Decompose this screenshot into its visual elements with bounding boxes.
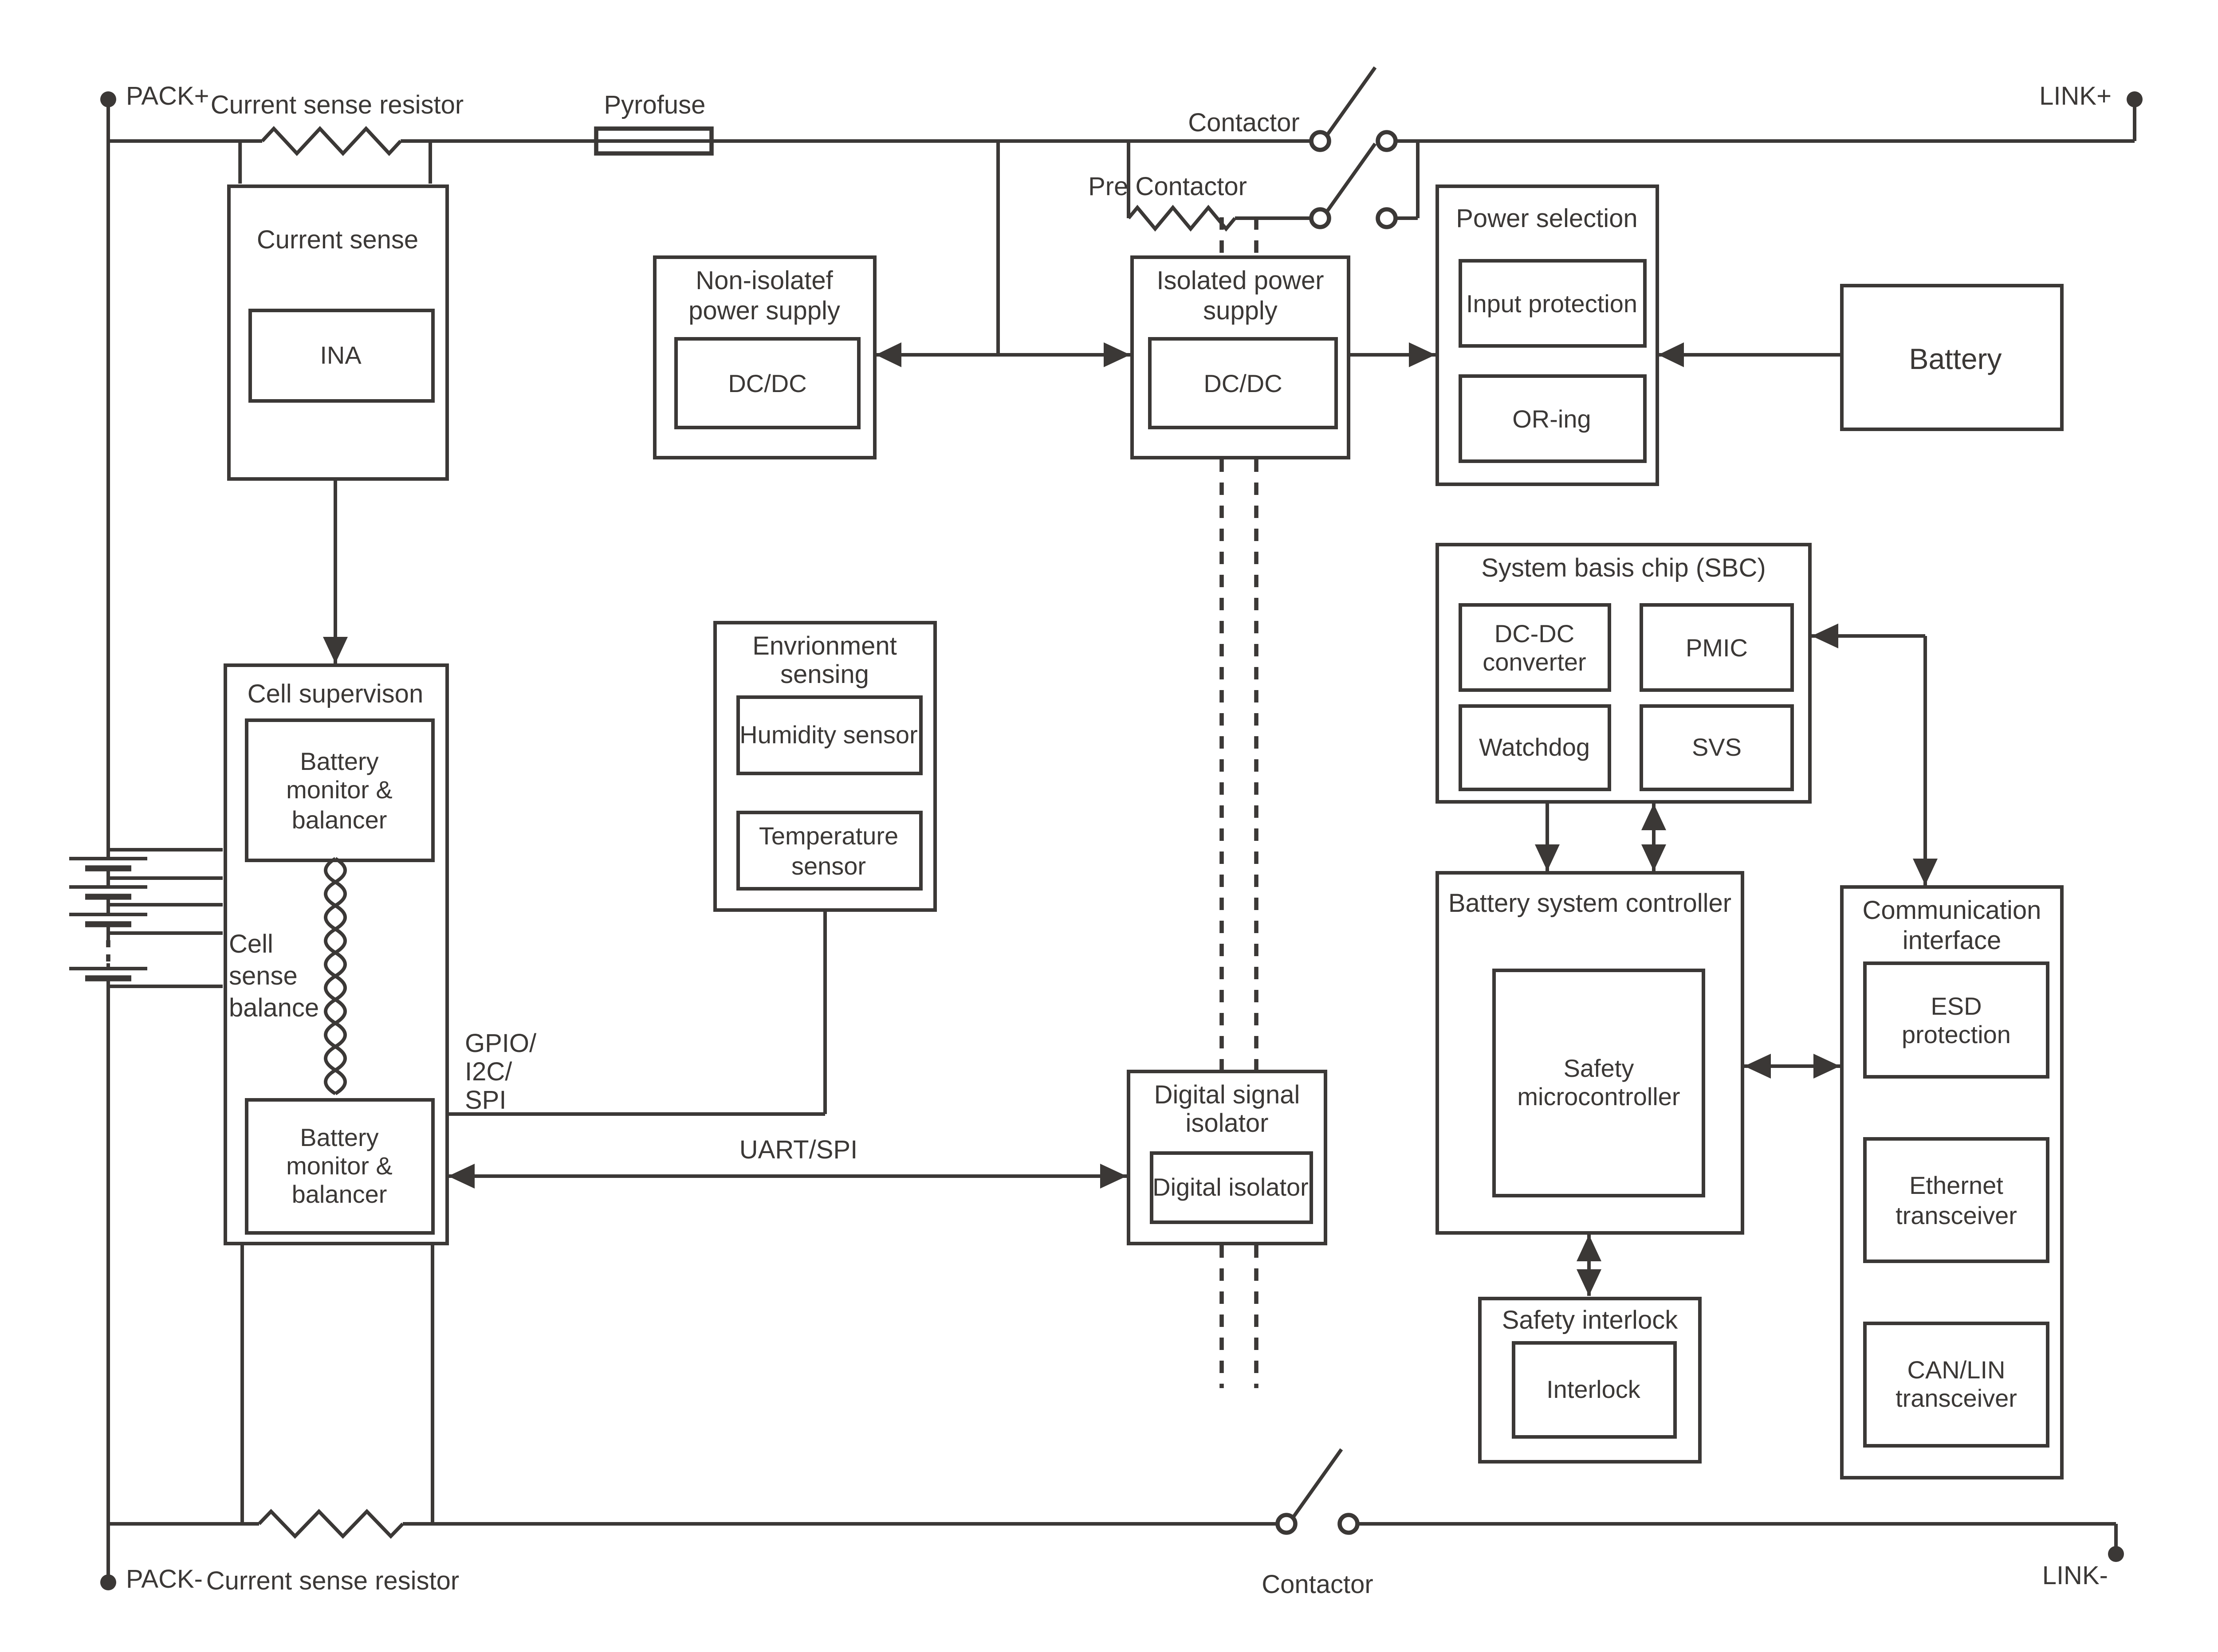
bottom-rail [108, 1522, 2118, 1547]
cell-sense-balance-label: Cell sense balance [229, 931, 319, 1024]
battery-block: Battery [1840, 284, 2064, 431]
current-sense-resistor-top-label: Current sense resistor [210, 92, 464, 121]
arrow-into-comm-top [1913, 859, 1938, 885]
non-isolated-dcdc-chip: DC/DC [674, 337, 861, 429]
environment-sensing-title: Envrionment sensing [752, 632, 897, 691]
cell-supervision-block: Cell supervison Battery monitor & balanc… [223, 663, 448, 1245]
sbc-dcdc-converter-chip: DC-DC converter [1458, 603, 1611, 692]
sbc-input-connector [1812, 634, 1927, 885]
pack-minus-dot [100, 1574, 116, 1590]
digital-isolator-chip: Digital isolator [1149, 1151, 1312, 1224]
environment-sensing-block: Envrionment sensing Humidity sensor Temp… [713, 620, 936, 912]
communication-interface-block: Communication interface ESD protection E… [1840, 885, 2064, 1479]
supply-drop-line [876, 141, 1130, 357]
arrow-into-isolated [1104, 342, 1130, 367]
link-plus-dot [2127, 91, 2143, 107]
pack-plus-label: PACK+ [126, 83, 209, 112]
current-sense-resistor-bottom-label: Current sense resistor [206, 1568, 460, 1597]
link-plus-label: LINK+ [2039, 83, 2112, 112]
sbc-pmic-chip: PMIC [1640, 603, 1794, 692]
pre-contactor-blade [1325, 142, 1377, 212]
arrow-sbc-to-bsc [1535, 844, 1560, 871]
cell-supervision-title: Cell supervison [247, 681, 424, 710]
current-sense-resistor-top-symbol [261, 126, 402, 156]
esd-protection-chip: ESD protection [1863, 961, 2049, 1079]
arrow-into-powersel-left [1409, 342, 1435, 367]
arrow-interlock-up [1577, 1235, 1601, 1261]
link-minus-dot [2108, 1546, 2124, 1562]
bsc-title: Battery system controller [1448, 891, 1732, 919]
switch-contacts [1275, 130, 1398, 1535]
isolated-ps-title: Isolated power supply [1156, 268, 1324, 326]
gpio-i2c-spi-label: GPIO/ I2C/ SPI [465, 1031, 537, 1117]
battery-cell-symbols [69, 857, 147, 981]
arrow-uart-right [1100, 1164, 1127, 1189]
contactor-top-label: Contactor [1188, 110, 1300, 138]
temperature-sensor-chip: Temperature sensor [735, 811, 922, 891]
can-lin-transceiver-chip: CAN/LIN transceiver [1863, 1321, 2049, 1447]
pack-plus-dot [100, 91, 116, 107]
input-protection-chip: Input protection [1458, 259, 1646, 348]
sbc-svs-chip: SVS [1640, 704, 1794, 790]
sbc-block: System basis chip (SBC) DC-DC converter … [1435, 543, 1812, 804]
pack-minus-label: PACK- [126, 1566, 203, 1595]
communication-interface-title: Communication interface [1862, 898, 2041, 956]
link-minus-label: LINK- [2042, 1563, 2108, 1591]
sbc-title: System basis chip (SBC) [1481, 555, 1766, 584]
cell-tap-lines [108, 848, 223, 988]
current-sense-block: Current sense INA [227, 184, 448, 481]
terminal-dots [100, 91, 2143, 1590]
current-sense-resistor-bottom-symbol [258, 1509, 404, 1539]
ina-chip: INA [248, 309, 434, 403]
arrow-bsc-comm-right [1813, 1054, 1840, 1079]
oring-chip: OR-ing [1458, 373, 1646, 463]
env-gpio-line [448, 912, 827, 1116]
arrow-bsc-comm-left [1744, 1054, 1771, 1079]
current-sense-title: Current sense [256, 226, 419, 255]
battery-title: Battery [1909, 344, 2002, 377]
digital-signal-isolator-title: Digital signal isolator [1154, 1082, 1300, 1140]
arrowheads [323, 342, 1938, 1296]
pyrofuse-label: Pyrofuse [604, 92, 706, 121]
battery-system-controller-block: Battery system controller Safety microco… [1435, 871, 1744, 1235]
interlock-chip: Interlock [1511, 1341, 1676, 1439]
power-selection-title: Power selection [1456, 205, 1638, 233]
arrow-into-sbc [1812, 624, 1838, 648]
contactor-top-blade [1325, 66, 1377, 136]
ethernet-transceiver-chip: Ethernet transceiver [1863, 1137, 2049, 1263]
power-selection-block: Power selection Input protection OR-ing [1435, 184, 1658, 485]
arrow-bsc-to-sbc-up [1641, 804, 1666, 830]
isolated-dcdc-chip: DC/DC [1148, 337, 1338, 429]
battery-monitor-balancer-bottom-chip: Battery monitor & balancer [245, 1097, 434, 1235]
battery-monitor-balancer-top-chip: Battery monitor & balancer [245, 718, 434, 862]
isolation-barrier-dashed-lines [1219, 217, 1258, 1388]
arrow-into-powersel-right [1658, 342, 1684, 367]
digital-signal-isolator-block: Digital signal isolator Digital isolator [1127, 1069, 1327, 1245]
pre-contactor-label: Pre Contactor [1088, 174, 1247, 202]
non-isolated-ps-title: Non-isolatef power supply [688, 268, 840, 326]
isolated-power-supply-block: Isolated power supply DC/DC [1130, 255, 1350, 459]
arrow-into-cellsup [323, 637, 348, 663]
humidity-sensor-chip: Humidity sensor [735, 695, 922, 775]
safety-interlock-block: Safety interlock Interlock [1478, 1296, 1702, 1464]
arrow-into-nonisolated [876, 342, 901, 367]
non-isolated-power-supply-block: Non-isolatef power supply DC/DC [653, 255, 876, 459]
contactor-bottom-label: Contactor [1262, 1572, 1373, 1600]
twisted-pair-symbol [324, 857, 347, 1095]
sbc-watchdog-chip: Watchdog [1458, 704, 1611, 790]
safety-interlock-title: Safety interlock [1502, 1307, 1678, 1335]
uart-spi-label: UART/SPI [739, 1137, 858, 1165]
arrow-bsc-to-sbc-down [1641, 844, 1666, 871]
arrow-interlock-down [1577, 1269, 1601, 1296]
pre-contactor-branch [1127, 141, 1420, 232]
safety-microcontroller-chip: Safety microcontroller [1492, 968, 1705, 1197]
arrow-uart-left [448, 1164, 475, 1189]
contactor-bottom-blade [1292, 1448, 1343, 1518]
